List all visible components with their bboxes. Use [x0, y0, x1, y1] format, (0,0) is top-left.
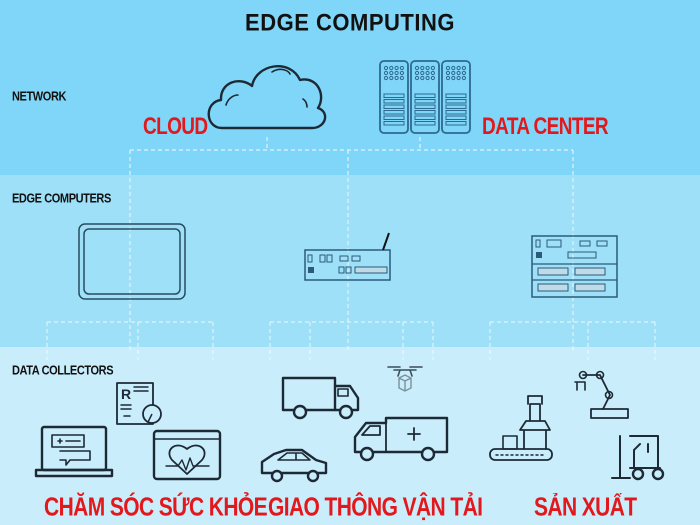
server-led: [394, 70, 399, 76]
svg-text:R: R: [121, 386, 131, 402]
network-band: [0, 0, 700, 175]
router-icon: [304, 232, 391, 281]
page-title: EDGE COMPUTING: [245, 8, 455, 37]
server-slot: [445, 99, 467, 104]
server-slot: [445, 110, 467, 115]
healthcare-label: CHĂM SÓC SỨC KHỎE: [44, 493, 268, 522]
server-led: [461, 75, 466, 81]
server-led: [399, 70, 404, 76]
data-center-label: DATA CENTER: [482, 114, 609, 141]
edge-computers-band: [0, 175, 700, 347]
server-slot: [414, 99, 436, 104]
data-collectors-band: [0, 347, 700, 525]
server-rack-icon: [379, 60, 471, 134]
server-led: [430, 70, 435, 76]
robot-arm-icon: [574, 370, 629, 419]
server-led: [430, 75, 435, 81]
server-led: [456, 75, 461, 81]
server-led: [414, 65, 420, 71]
laptop-chat-icon: [34, 425, 114, 478]
tablet-icon: [78, 223, 186, 300]
server-led: [394, 75, 399, 81]
server-slot: [414, 110, 436, 115]
forklift-icon: [611, 435, 665, 481]
server-led: [420, 70, 425, 76]
server-led: [425, 65, 430, 71]
server-led: [389, 70, 394, 76]
server-slot: [414, 115, 436, 120]
server-slot: [445, 115, 467, 120]
server-led: [451, 75, 456, 81]
tier-label-data-collectors: DATA COLLECTORS: [12, 364, 114, 378]
server-led: [394, 65, 399, 71]
server-led: [383, 75, 389, 81]
drone-package-icon: [387, 366, 423, 392]
cloud-label: CLOUD: [143, 114, 208, 141]
server-led: [389, 75, 394, 81]
server-led: [430, 65, 435, 71]
server-led: [414, 75, 420, 81]
server-slot: [414, 104, 436, 109]
server-slot: [383, 99, 405, 104]
server-slot: [383, 110, 405, 115]
server-led: [414, 70, 420, 76]
server-led: [461, 70, 466, 76]
server-led: [383, 65, 389, 71]
ambulance-icon: [353, 416, 449, 462]
server-led: [399, 65, 404, 71]
manufacturing-label: SẢN XUẤT: [534, 493, 637, 522]
transportation-label: GIAO THÔNG VẬN TẢI: [268, 493, 483, 522]
server-led: [451, 70, 456, 76]
server-led: [389, 65, 394, 71]
server-led: [425, 70, 430, 76]
server-slot: [445, 121, 467, 126]
server-slot: [383, 115, 405, 120]
server-led: [456, 70, 461, 76]
server-led: [420, 75, 425, 81]
server-slot: [383, 104, 405, 109]
server-slot: [445, 93, 467, 98]
server-led: [425, 75, 430, 81]
server-led: [456, 65, 461, 71]
server-slot: [414, 93, 436, 98]
server-led: [445, 65, 451, 71]
cloud-icon: [207, 65, 327, 130]
server-slot: [445, 104, 467, 109]
tier-label-edge-computers: EDGE COMPUTERS: [12, 192, 111, 206]
server-led: [383, 70, 389, 76]
server-led: [445, 70, 451, 76]
server-led: [420, 65, 425, 71]
conveyor-machine-icon: [489, 395, 553, 461]
server-slot: [383, 121, 405, 126]
heart-monitor-icon: [152, 429, 222, 481]
server-slot: [414, 121, 436, 126]
server-led: [399, 75, 404, 81]
server-led: [461, 65, 466, 71]
server-led: [451, 65, 456, 71]
server-slot: [383, 93, 405, 98]
rack-server-icon: [531, 235, 618, 298]
prescription-icon: R: [116, 382, 162, 425]
tier-label-network: NETWORK: [12, 90, 67, 104]
car-icon: [260, 448, 328, 483]
server-led: [445, 75, 451, 81]
truck-icon: [281, 376, 360, 420]
